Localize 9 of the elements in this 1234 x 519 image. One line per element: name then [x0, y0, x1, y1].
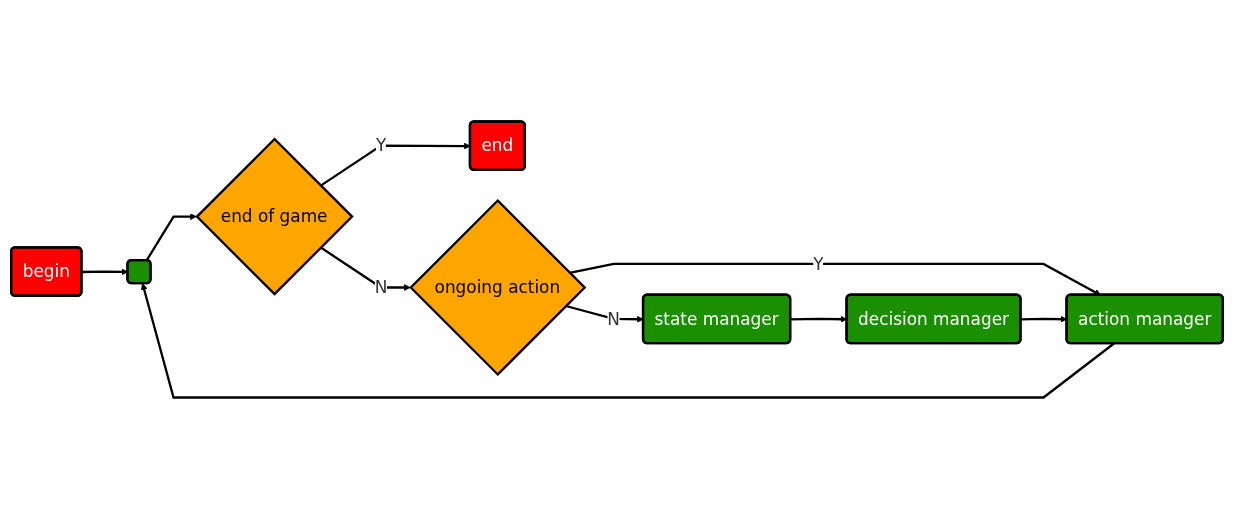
- arrow: [145, 213, 197, 262]
- edge-label: Y: [375, 136, 387, 156]
- edge-label: Y: [813, 254, 824, 274]
- node-diamond: end of game: [195, 137, 354, 296]
- edge-label: N: [374, 277, 388, 298]
- arrow: [320, 246, 411, 291]
- arrow: [140, 283, 1115, 399]
- edge-label: N: [607, 309, 621, 329]
- node-diamond: ongoing action: [409, 198, 587, 377]
